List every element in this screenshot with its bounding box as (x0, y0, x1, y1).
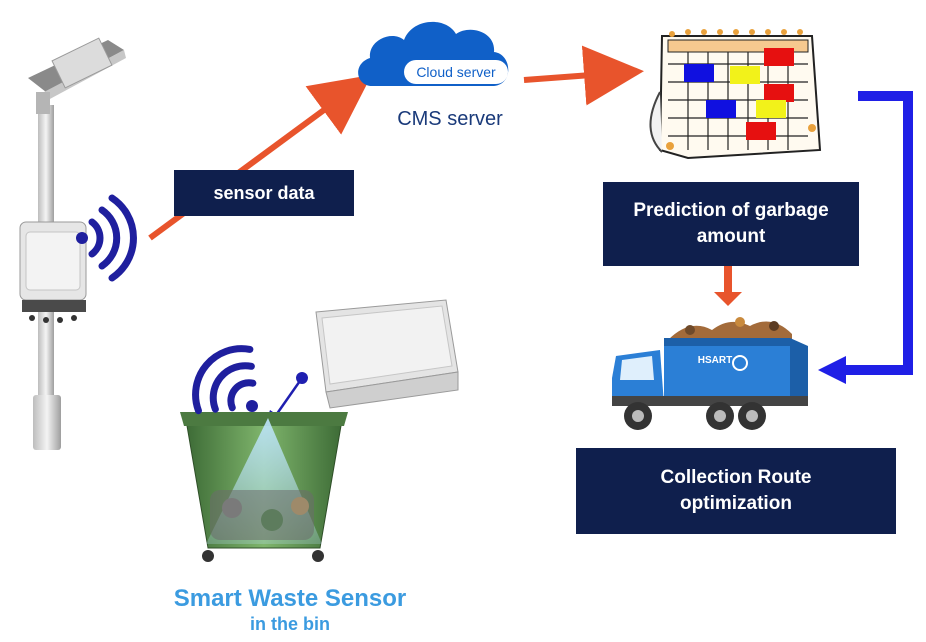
smart-waste-caption: Smart Waste Sensor in the bin (120, 585, 460, 635)
smart-waste-title: Smart Waste Sensor (173, 585, 407, 612)
calendar-icon (649, 29, 822, 160)
prediction-box: Prediction of garbage amount (603, 182, 859, 266)
garbage-truck-icon (612, 317, 808, 430)
waste-bin-icon (180, 412, 348, 562)
cloud-server-text: Cloud server (416, 64, 496, 80)
sensor-data-box: sensor data (174, 170, 354, 216)
bin-wireless-signal-icon (192, 345, 258, 415)
streetlight-icon (19, 37, 126, 450)
truck-label: HSART (697, 355, 733, 366)
sensor-box-icon (266, 299, 459, 422)
wireless-signal-icon (76, 194, 137, 282)
feedback-arrow (818, 91, 913, 384)
smart-waste-subtitle: in the bin (250, 613, 330, 634)
collection-route-box: Collection Route optimization (576, 448, 896, 534)
arrow-to-calendar (523, 45, 644, 106)
cloud-server-label: Cloud server (404, 60, 508, 84)
cms-server-label: CMS server (397, 108, 503, 130)
